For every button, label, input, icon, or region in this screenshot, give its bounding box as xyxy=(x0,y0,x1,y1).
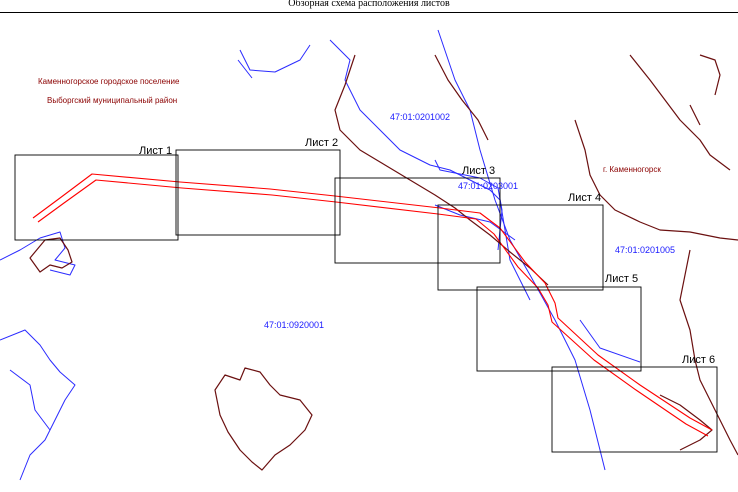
boundary-lines xyxy=(29,54,738,471)
sheet-label-5: Лист 5 xyxy=(605,273,638,285)
road-blue-line xyxy=(437,29,606,471)
sheet-label-6: Лист 6 xyxy=(682,354,715,366)
lake-shore-top xyxy=(237,44,311,79)
sheet-frame-5 xyxy=(476,286,642,372)
cadastral-label-2: 47:01:0203001 xyxy=(458,181,518,191)
sheet-label-3: Лист 3 xyxy=(462,165,495,177)
island-lower xyxy=(214,367,313,471)
sheet-label-1: Лист 1 xyxy=(139,145,172,157)
overview-map: Лист 1 Лист 2 Лист 3 Лист 4 Лист 5 Лист … xyxy=(0,29,738,481)
cadastral-label-1: 47:01:0201002 xyxy=(390,112,450,122)
boundary-lower-right xyxy=(679,249,738,456)
sheet-frame-6 xyxy=(551,366,718,453)
sheet-frames xyxy=(14,149,718,453)
lake-left xyxy=(0,329,76,481)
sheet-frame-1 xyxy=(14,154,179,241)
sheet-frame-3 xyxy=(334,177,501,264)
sheet-frame-4 xyxy=(437,204,604,291)
sheet-frame-2 xyxy=(175,149,341,236)
route-line-b xyxy=(37,179,709,437)
title-bar: Обзорная схема расположения листов xyxy=(0,0,738,13)
boundary-upper xyxy=(434,54,489,141)
sheet-label-2: Лист 2 xyxy=(305,137,338,149)
sheet-label-4: Лист 4 xyxy=(568,192,601,204)
left-shore xyxy=(0,231,76,276)
settlement-label: Каменногорское городское поселение xyxy=(38,77,180,86)
boundary-right-east xyxy=(629,54,731,171)
map-title: Обзорная схема расположения листов xyxy=(288,0,450,9)
district-label: Выборгский муниципальный район xyxy=(47,96,177,105)
boundary-center xyxy=(334,54,549,286)
cadastral-label-4: 47:01:0920001 xyxy=(264,320,324,330)
route-line-a xyxy=(32,173,713,431)
boundary-right xyxy=(574,119,738,241)
island-left xyxy=(29,237,73,273)
route xyxy=(32,173,713,437)
town-label: г. Каменногорск xyxy=(603,165,661,174)
cadastral-label-3: 47:01:0201005 xyxy=(615,245,675,255)
